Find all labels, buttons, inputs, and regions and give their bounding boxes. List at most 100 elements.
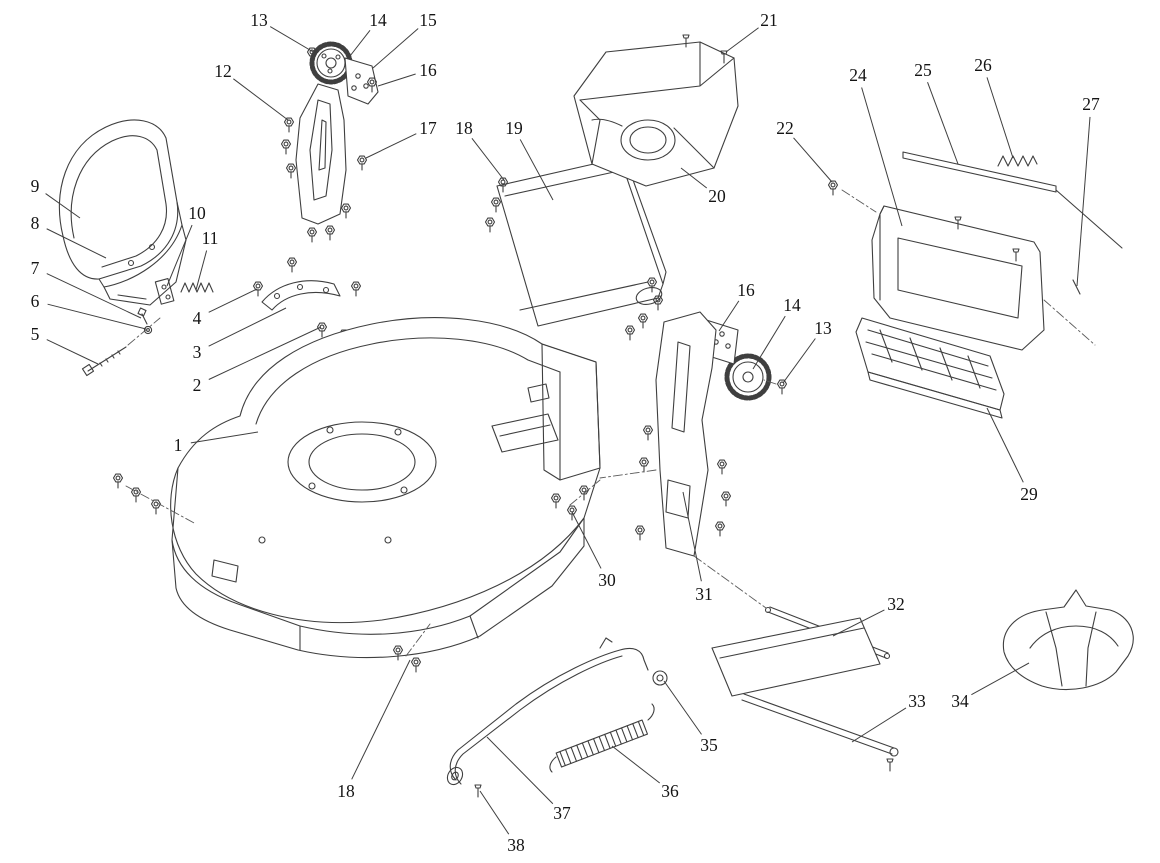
- callout-leader: [486, 736, 554, 805]
- washer: [652, 670, 668, 686]
- discharge-chute: [484, 157, 667, 341]
- mower-deck: [112, 317, 601, 673]
- tension-spring: [549, 670, 668, 773]
- callout-label: 6: [31, 291, 40, 311]
- callout-leader: [377, 73, 416, 87]
- callout-label: 19: [505, 118, 523, 138]
- callout-label: 35: [700, 735, 718, 755]
- callout-leader: [725, 27, 759, 53]
- handle-bracket-left: [280, 41, 379, 243]
- callout-leader: [208, 288, 258, 313]
- callout-leader: [208, 326, 322, 380]
- callout-label: 20: [708, 186, 726, 206]
- callout-label: 29: [1020, 484, 1038, 504]
- callout-leader: [986, 407, 1024, 483]
- callout-label: 4: [193, 308, 202, 328]
- callout-label: 1: [174, 435, 183, 455]
- callout-label: 11: [202, 228, 219, 248]
- callout-label: 16: [737, 280, 755, 300]
- rear-door-assembly: [827, 151, 1123, 419]
- callout-leader: [793, 137, 833, 183]
- callout-label: 22: [776, 118, 794, 138]
- callout-label: 25: [914, 60, 932, 80]
- gear-wheel-right: [724, 353, 772, 401]
- long-screw: [87, 346, 127, 372]
- callout-leader: [927, 82, 959, 165]
- callout-leader: [571, 511, 602, 569]
- callout-label: 24: [849, 65, 867, 85]
- callout-leader: [365, 133, 417, 159]
- callout-leader: [611, 745, 661, 784]
- callout-leader: [782, 338, 816, 384]
- door-rod: [902, 151, 1057, 193]
- callout-leader: [986, 77, 1014, 159]
- callout-label: 31: [695, 584, 713, 604]
- hinge-hardware: [81, 278, 214, 377]
- wheel-adjuster: [1002, 589, 1134, 691]
- grass-flap: [58, 119, 187, 306]
- callout-leader: [46, 273, 142, 319]
- callout-leader: [47, 303, 147, 330]
- blade-opening: [287, 421, 437, 503]
- callout-label: 13: [814, 318, 832, 338]
- callout-leader: [832, 609, 885, 637]
- callout-label: 21: [760, 10, 778, 30]
- rear-skirt: [711, 617, 899, 772]
- callout-leader: [519, 139, 554, 201]
- callout-label: 12: [214, 61, 232, 81]
- callout-leader: [682, 491, 702, 582]
- torsion-spring: [180, 282, 214, 293]
- callout-label: 34: [951, 691, 969, 711]
- callout-leader: [190, 431, 259, 444]
- callout-label: 14: [369, 10, 387, 30]
- callout-leader: [680, 167, 708, 189]
- height-bracket: [252, 257, 362, 345]
- callout-leader: [372, 28, 419, 69]
- callout-label: 33: [908, 691, 926, 711]
- callout-leader: [45, 193, 81, 219]
- callout-label: 3: [193, 342, 202, 362]
- callout-label: 9: [31, 176, 40, 196]
- callout-label: 15: [419, 10, 437, 30]
- bail-rod: [446, 637, 649, 798]
- callout-label: 32: [887, 594, 905, 614]
- callout-label: 18: [337, 781, 355, 801]
- roller-bar: [741, 693, 895, 755]
- callout-leader: [269, 26, 316, 54]
- callout-label: 38: [507, 835, 525, 855]
- callout-leader: [479, 790, 510, 835]
- callout-leader: [208, 307, 287, 347]
- callout-label: 36: [661, 781, 679, 801]
- callout-leader: [46, 228, 107, 259]
- callout-leader: [349, 29, 371, 57]
- callout-label: 8: [31, 213, 40, 233]
- callout-leader: [471, 137, 505, 181]
- belt-cover: [573, 34, 739, 187]
- callout-label: 27: [1082, 94, 1100, 114]
- callout-leader: [233, 78, 289, 121]
- callout-label: 30: [598, 570, 616, 590]
- callout-leader: [851, 707, 907, 743]
- callout-leader: [752, 315, 786, 370]
- callout-label: 17: [419, 118, 437, 138]
- callout-label: 26: [974, 55, 992, 75]
- callout-label: 37: [553, 803, 571, 823]
- callout-leader: [46, 339, 99, 365]
- door-spring: [997, 155, 1038, 167]
- callout-leader: [195, 250, 208, 291]
- callout-leader: [971, 662, 1030, 696]
- callout-label: 10: [188, 203, 206, 223]
- callout-label: 14: [783, 295, 801, 315]
- callout-label: 5: [31, 324, 40, 344]
- callout-leader: [861, 87, 903, 227]
- pivot-plate: [344, 57, 379, 105]
- callout-leader: [1076, 116, 1091, 287]
- callout-leader: [351, 659, 411, 780]
- callout-label: 2: [193, 375, 202, 395]
- callout-label: 18: [455, 118, 473, 138]
- duct-opening: [620, 119, 676, 161]
- handle-bracket-right: [599, 311, 788, 609]
